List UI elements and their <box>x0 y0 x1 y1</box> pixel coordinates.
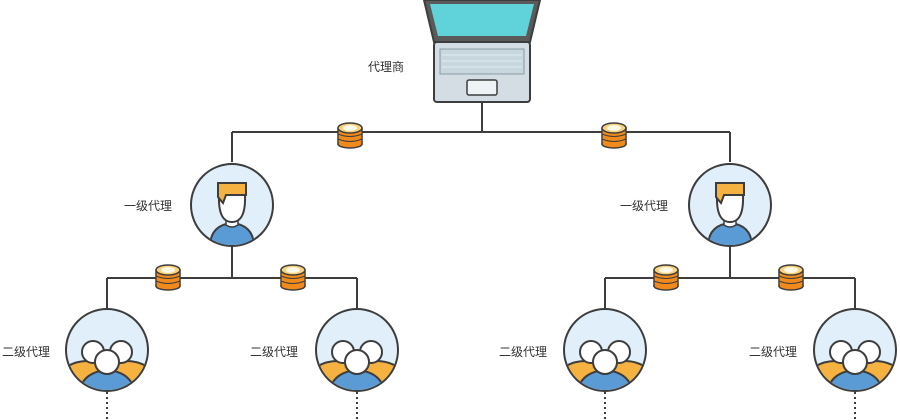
agent-group-icon <box>312 309 402 400</box>
agent-group-icon <box>62 309 152 400</box>
level2-label: 二级代理 <box>250 345 299 359</box>
coin-stack-icon <box>601 122 627 149</box>
agent-person-icon <box>689 164 771 247</box>
level2-label: 二级代理 <box>2 345 51 359</box>
level2-label: 二级代理 <box>749 345 798 359</box>
agent-group-icon <box>810 309 900 400</box>
coin-stack-icon <box>280 264 306 291</box>
level1-label: 一级代理 <box>124 199 173 213</box>
level1-label: 一级代理 <box>620 199 669 213</box>
dotted-continuation-lines <box>106 392 856 420</box>
root-label: 代理商 <box>368 60 405 74</box>
coin-stack-icon <box>155 264 181 291</box>
connector-lines <box>106 102 856 308</box>
coin-stack-icon <box>337 122 363 149</box>
agent-group-icon <box>560 309 650 400</box>
agent-person-icon <box>191 164 273 247</box>
laptop-icon <box>422 0 542 103</box>
coin-stack-icon <box>653 264 679 291</box>
level2-label: 二级代理 <box>499 345 548 359</box>
coin-stack-icon <box>778 264 804 291</box>
